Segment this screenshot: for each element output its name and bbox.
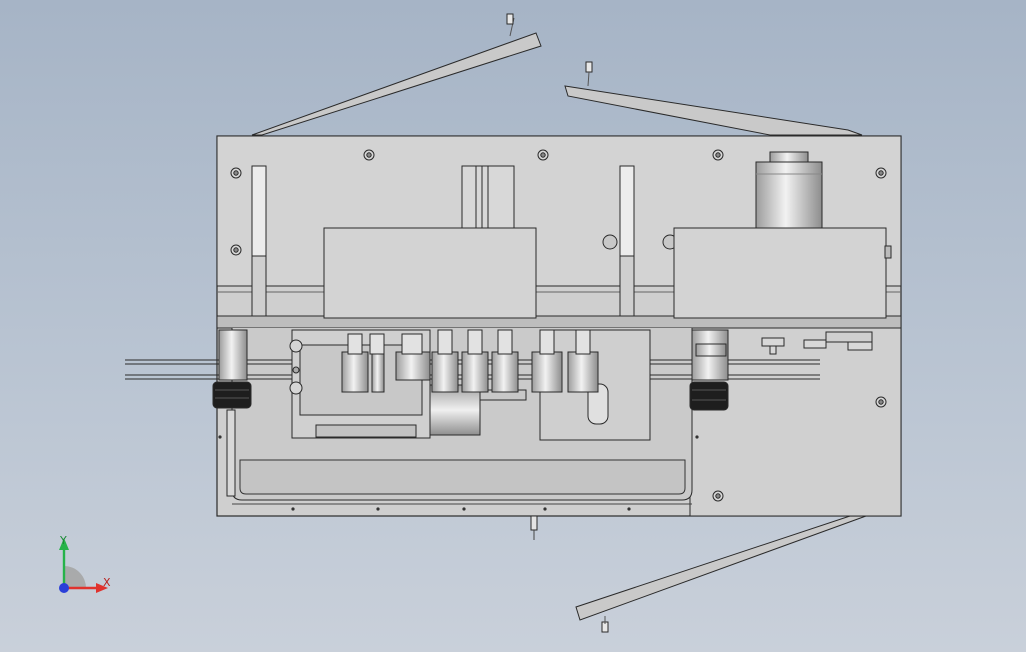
coordinate-triad-icon [59,538,108,593]
door-top-right [564,61,863,136]
screw-holes [230,149,887,502]
door-top-left [251,13,542,136]
right-fittings [695,331,873,357]
door-bottom-right [575,515,867,633]
vertical-posts [251,165,635,317]
triad-x-label: X [103,576,111,589]
bottom-fitting [530,515,538,540]
upper-housings [323,165,892,319]
triad-y-label: Y [59,534,67,547]
right-bearing [689,329,729,411]
edge-dots [218,435,699,511]
motor-cylinder [755,151,823,229]
roller-stations [289,329,599,395]
triad-z-axis [59,583,69,593]
left-bearing [212,329,252,497]
